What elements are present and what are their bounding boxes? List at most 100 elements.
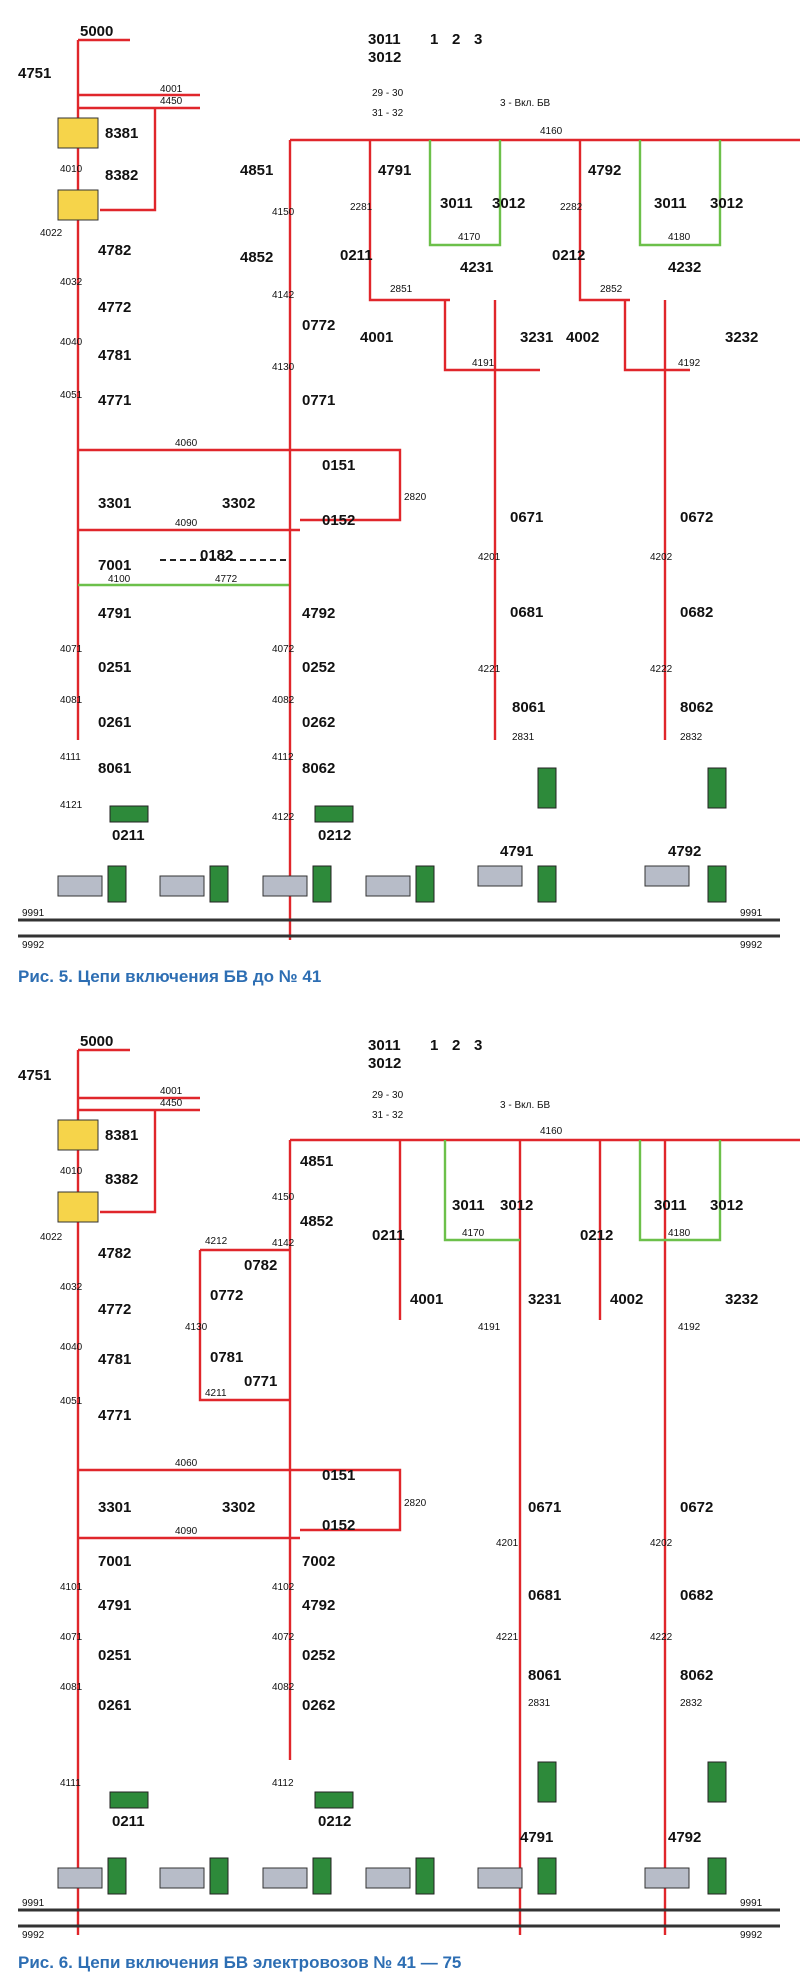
label-4792: 4792 [302,605,335,622]
label-2281: 2281 [350,202,373,213]
label2-0251: 0251 [98,1647,131,1664]
legend2-col-1: 1 [430,1037,438,1054]
label2-4072: 4072 [272,1632,295,1643]
legend-col-1: 1 [430,31,438,48]
label-2820: 2820 [404,492,427,503]
label-0771: 0771 [302,392,335,409]
label2-0682: 0682 [680,1587,713,1604]
label2-4791-b: 4791 [520,1829,553,1846]
label-4122: 4122 [272,812,295,823]
bus-9992: 9992 [22,940,45,951]
legend2-3011: 3011 [368,1037,401,1054]
label-8382: 8382 [105,167,138,184]
label2-4090: 4090 [175,1526,198,1537]
label-4201: 4201 [478,552,501,563]
label2-4060: 4060 [175,1458,198,1469]
label2-4191: 4191 [478,1322,501,1333]
label-4072: 4072 [272,644,295,655]
coil-0211-b [109,1791,149,1809]
label2-4771: 4771 [98,1407,131,1424]
label2-4051: 4051 [60,1396,83,1407]
label-0672: 0672 [680,509,713,526]
label2-8381: 8381 [105,1127,138,1144]
label2-4192: 4192 [678,1322,701,1333]
label2-4221: 4221 [496,1632,519,1643]
label2-0212-r: 0212 [580,1227,613,1244]
legend2-row-2: 31 - 32 [372,1110,404,1121]
label-4221: 4221 [478,664,501,675]
label2-4130: 4130 [185,1322,208,1333]
bus-9991: 9991 [22,908,45,919]
label-2282: 2282 [560,202,583,213]
label2-4450: 4450 [160,1098,183,1109]
label2-4772: 4772 [98,1301,131,1318]
label-4121: 4121 [60,800,83,811]
label-0152: 0152 [322,512,355,529]
legend-col-3: 3 [474,31,482,48]
label2-2832: 2832 [680,1698,703,1709]
label-4192: 4192 [678,358,701,369]
label2-4180: 4180 [668,1228,691,1239]
label2-4222: 4222 [650,1632,673,1643]
label2-4010: 4010 [60,1166,83,1177]
relay-8381-b [57,1119,99,1151]
label2-4101: 4101 [60,1582,83,1593]
label2-4170: 4170 [462,1228,485,1239]
label-4032: 4032 [60,277,83,288]
label-3301: 3301 [98,495,131,512]
coil-0211 [109,805,149,823]
label2-4211: 4211 [205,1388,227,1399]
label-2851: 2851 [390,284,413,295]
label2-4212: 4212 [205,1236,228,1247]
label-4001-r: 4001 [360,329,393,346]
legend2-col-3: 3 [474,1037,482,1054]
label-4791-r: 4791 [378,162,411,179]
label-8381: 8381 [105,125,138,142]
label-4180: 4180 [668,232,691,243]
label2-3231: 3231 [528,1291,561,1308]
label-4170: 4170 [458,232,481,243]
label2-3011-a: 3011 [452,1197,485,1214]
label2-4791: 4791 [98,1597,131,1614]
label2-0771: 0771 [244,1373,277,1390]
legend2-row-1: 29 - 30 [372,1090,404,1101]
label-4001: 4001 [160,84,183,95]
label2-0211: 0211 [112,1813,145,1830]
label-8062-r: 8062 [680,699,713,716]
label-4772b: 4772 [215,574,238,585]
label-0682: 0682 [680,604,713,621]
label-3302: 3302 [222,495,255,512]
label-0151: 0151 [322,457,355,474]
label-3011-a: 3011 [440,195,473,212]
label2-3012-b: 3012 [710,1197,743,1214]
label-4782: 4782 [98,242,131,259]
label-4791-b: 4791 [500,843,533,860]
label-4852: 4852 [240,249,273,266]
diagram-2: 5000 4751 4001 4450 8381 4010 8382 4022 … [18,1033,800,1972]
label2-4102: 4102 [272,1582,295,1593]
label2-4111: 4111 [60,1778,81,1789]
label-4160: 4160 [540,126,563,137]
legend-3011: 3011 [368,31,401,48]
label-4781: 4781 [98,347,131,364]
label-4090: 4090 [175,518,198,529]
label2-7001: 7001 [98,1553,131,1570]
label-0212-r: 0212 [552,247,585,264]
label-4051: 4051 [60,390,83,401]
label-4130: 4130 [272,362,295,373]
label-0261: 0261 [98,714,131,731]
label-4002: 4002 [566,329,599,346]
label-0252: 0252 [302,659,335,676]
label-0772: 0772 [302,317,335,334]
bus2-9992-r: 9992 [740,1930,763,1941]
label2-0772: 0772 [210,1287,243,1304]
label2-4782: 4782 [98,1245,131,1262]
label2-4040: 4040 [60,1342,83,1353]
label2-4781: 4781 [98,1351,131,1368]
label2-8061: 8061 [528,1667,561,1684]
label2-4852: 4852 [300,1213,333,1230]
label2-4202: 4202 [650,1538,673,1549]
label-4022: 4022 [40,228,63,239]
legend-3012: 3012 [368,49,401,66]
label2-0781: 0781 [210,1349,243,1366]
